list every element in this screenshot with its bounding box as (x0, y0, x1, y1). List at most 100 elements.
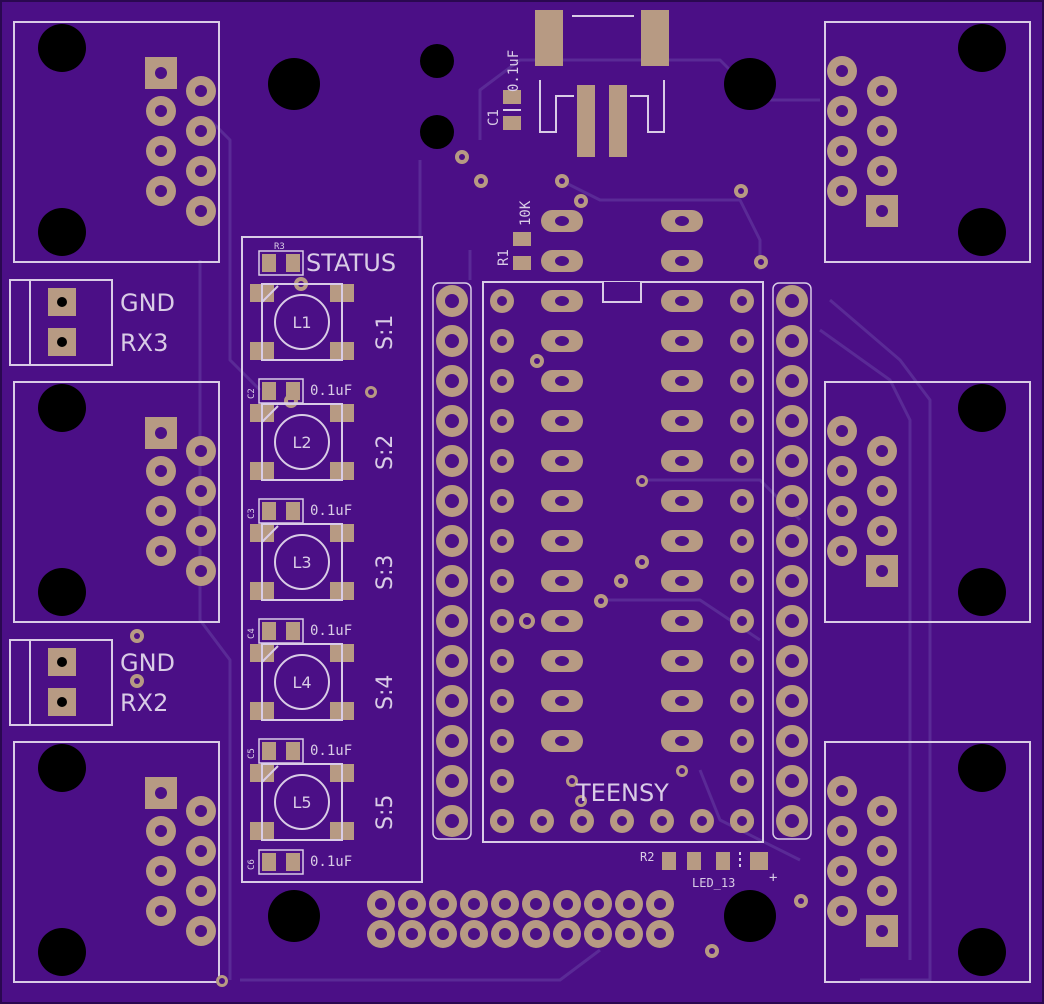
pin-inner-left-hole (497, 736, 507, 746)
pin-outer-right-hole (785, 534, 799, 548)
terminal-block-rx3 (9, 279, 113, 366)
capacitor-c6 (258, 849, 304, 875)
r1-value: 10K (518, 200, 534, 226)
pin-inner-left-hole (497, 776, 507, 786)
pin-bottom-hole (577, 816, 587, 826)
led13-plus: + (769, 870, 777, 886)
resistor-r3 (258, 250, 304, 276)
pin-outer-right-hole (785, 454, 799, 468)
connector-bottom-right (824, 741, 1031, 983)
socket-pad-hole (555, 496, 569, 506)
cap-label: C4 (247, 628, 257, 639)
pin-outer-left-hole (445, 534, 459, 548)
pin-outer-right-hole (785, 694, 799, 708)
c1-label: C1 (486, 109, 502, 126)
bottom-header-pin-hole (561, 928, 573, 940)
led-notch (261, 525, 279, 543)
bottom-header-pin-hole (530, 928, 542, 940)
header-strip-right (772, 282, 812, 840)
led-label: L4 (292, 673, 311, 692)
resistor-r1 (513, 232, 531, 270)
pin-outer-right-hole (785, 654, 799, 668)
cap-outline (258, 618, 304, 644)
pin-bottom-hole (657, 816, 667, 826)
socket-pad-hole (675, 536, 689, 546)
pin-inner-left-hole (497, 496, 507, 506)
socket-pad-hole (555, 576, 569, 586)
led-ring (274, 414, 330, 470)
socket-pad-hole (555, 696, 569, 706)
pin-inner-right-hole (737, 376, 747, 386)
bottom-header-pin-hole (468, 898, 480, 910)
socket-pad-hole (675, 416, 689, 426)
gnd-label-2: GND (120, 649, 175, 677)
led-outline (261, 403, 343, 481)
socket-pad-hole (675, 576, 689, 586)
pin-outer-left-hole (445, 814, 459, 828)
bottom-header-pin-hole (406, 928, 418, 940)
switch-label: S:2 (373, 435, 398, 470)
led-notch (261, 645, 279, 663)
r3-label: R3 (274, 242, 285, 252)
switch-label: S:3 (373, 555, 398, 590)
pin-bottom-hole (697, 816, 707, 826)
led-ring (274, 654, 330, 710)
bottom-header-pin-hole (437, 928, 449, 940)
pin-inner-right-hole (737, 296, 747, 306)
pin-inner-left-hole (497, 376, 507, 386)
pin-outer-left-hole (445, 614, 459, 628)
led-notch (261, 405, 279, 423)
cap-pad (262, 742, 276, 760)
socket-pad-hole (675, 736, 689, 746)
pin-outer-left-hole (445, 574, 459, 588)
pin-inner-right-hole (737, 776, 747, 786)
pin-bottom-hole (537, 816, 547, 826)
connector-top-left (13, 21, 220, 263)
cap-label: C2 (247, 388, 257, 399)
cap-value: 0.1uF (310, 503, 352, 519)
socket-pad-hole (675, 256, 689, 266)
socket-pad-hole (555, 736, 569, 746)
led-label: L3 (292, 553, 311, 572)
socket-pad-hole (555, 456, 569, 466)
header-pins (432, 210, 812, 840)
socket-pad-hole (555, 416, 569, 426)
bottom-header-pin-hole (592, 898, 604, 910)
cap-pad (286, 622, 300, 640)
switch-label: S:5 (373, 795, 398, 830)
pin-outer-left-hole (445, 654, 459, 668)
pin-outer-right-hole (785, 414, 799, 428)
c1-value: 0.1uF (506, 50, 522, 92)
led-outline (261, 763, 343, 841)
socket-pad-hole (555, 256, 569, 266)
cap-pad (286, 382, 300, 400)
teensy-label: TEENSY (575, 779, 669, 807)
terminal-block-rx2 (9, 639, 113, 726)
bottom-header-pin-hole (406, 898, 418, 910)
gnd-label-1: GND (120, 289, 175, 317)
pin-outer-right-hole (785, 294, 799, 308)
pin-outer-left-hole (445, 494, 459, 508)
pin-outer-left-hole (445, 334, 459, 348)
pin-outer-right-hole (785, 494, 799, 508)
cap-pad (286, 742, 300, 760)
socket-pad-hole (555, 536, 569, 546)
led13-label: LED_13 (692, 876, 735, 890)
pin-inner-right-hole (737, 336, 747, 346)
pin-inner-right-hole (737, 656, 747, 666)
pin-outer-right-hole (785, 814, 799, 828)
bottom-header-pin-hole (468, 928, 480, 940)
socket-pad-hole (555, 296, 569, 306)
pin-bottom-hole (737, 816, 747, 826)
status-label: STATUS (306, 249, 396, 277)
cap-outline (258, 738, 304, 764)
bottom-header-pin-hole (654, 898, 666, 910)
led-outline (261, 643, 343, 721)
led-label: L2 (292, 433, 311, 452)
pin-inner-left-hole (497, 536, 507, 546)
pin-inner-left-hole (497, 576, 507, 586)
led-ring (274, 774, 330, 830)
